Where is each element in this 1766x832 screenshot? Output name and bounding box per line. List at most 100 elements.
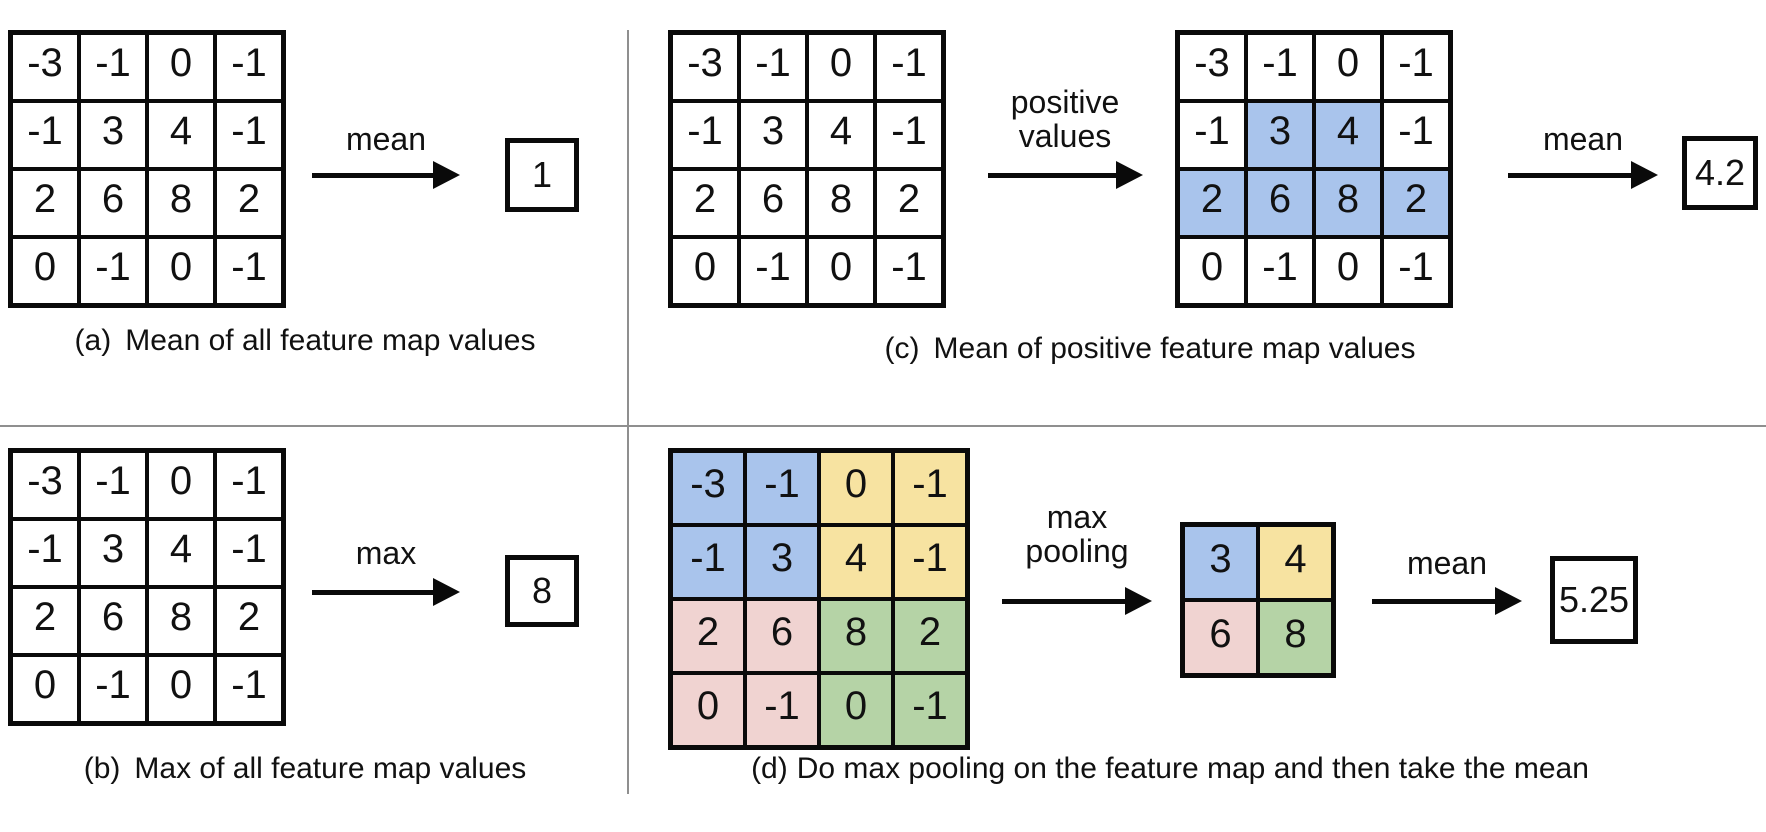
caption-d-text: Do max pooling on the feature map and th… [796, 752, 1589, 785]
grid-cell: 0 [1316, 35, 1380, 99]
vertical-divider [627, 30, 629, 794]
grid-cell: -1 [217, 239, 281, 303]
arrow-head [433, 578, 460, 606]
grid-cell: 6 [1248, 171, 1312, 235]
horizontal-divider [0, 425, 1766, 427]
grid-cell: -3 [1180, 35, 1244, 99]
max-arrow-b [312, 578, 460, 606]
grid-cell: 0 [149, 657, 213, 721]
arrow-head [1495, 587, 1522, 615]
grid-cell: -1 [217, 521, 281, 585]
arrow-label-max-b: max [355, 535, 417, 571]
grid-cell: -1 [1180, 103, 1244, 167]
grid-cell: 8 [149, 589, 213, 653]
result-value-d: 5.25 [1558, 579, 1630, 620]
arrow-head [1631, 161, 1658, 189]
grid-cell: -1 [741, 35, 805, 99]
grid-cell: 8 [149, 171, 213, 235]
arrow-shaft [1372, 598, 1495, 604]
grid-cell: -1 [673, 527, 743, 597]
grid-cell: -1 [1384, 103, 1448, 167]
caption-a: (a) Mean of all feature map values [20, 324, 590, 358]
grid-cell: -1 [747, 453, 817, 523]
grid-cell: 6 [81, 589, 145, 653]
grid-cell: 2 [1384, 171, 1448, 235]
arrow-label-max-pooling: max pooling [997, 500, 1157, 568]
caption-c-text: Mean of positive feature map values [933, 332, 1416, 365]
grid-cell: 2 [673, 171, 737, 235]
arrow-label-positive-values: positive values [985, 85, 1145, 153]
arrow-label-line1: max [1046, 499, 1108, 535]
caption-d-prefix: (d) [751, 752, 788, 785]
grid-cell: -1 [1248, 239, 1312, 303]
arrow-shaft [312, 172, 433, 178]
grid-cell: 3 [1185, 527, 1256, 598]
arrow-shaft [312, 589, 433, 595]
grid-cell: 3 [81, 103, 145, 167]
arrow-shaft [1508, 172, 1631, 178]
positive-values-arrow-c [988, 161, 1143, 189]
grid-cell: -1 [1384, 35, 1448, 99]
grid-cell: 0 [821, 675, 891, 745]
grid-cell: -1 [747, 675, 817, 745]
grid-cell: -1 [217, 103, 281, 167]
grid-cell: -1 [877, 103, 941, 167]
grid-cell: -1 [81, 453, 145, 517]
grid-cell: -1 [217, 657, 281, 721]
grid-cell: 2 [13, 171, 77, 235]
grid-cell: -1 [81, 239, 145, 303]
mean-arrow-a [312, 161, 460, 189]
grid-cell: -1 [895, 527, 965, 597]
grid-cell: 2 [217, 589, 281, 653]
grid-cell: 3 [741, 103, 805, 167]
grid-cell: 4 [149, 103, 213, 167]
grid-cell: 3 [1248, 103, 1312, 167]
grid-cell: -1 [1248, 35, 1312, 99]
grid-cell: 8 [1260, 602, 1331, 673]
grid-cell: 4 [1260, 527, 1331, 598]
grid-cell: -1 [877, 35, 941, 99]
grid-cell: 2 [895, 601, 965, 671]
result-value-c: 4.2 [1694, 152, 1746, 193]
grid-cell: -3 [13, 35, 77, 99]
grid-cell: -1 [895, 675, 965, 745]
grid-cell: -3 [673, 453, 743, 523]
grid-cell: 8 [821, 601, 891, 671]
result-box-b: 8 [505, 555, 579, 627]
grid-cell: 6 [1185, 602, 1256, 673]
grid-cell: 2 [1180, 171, 1244, 235]
arrow-label-line1: positive [1010, 84, 1120, 120]
grid-cell: -1 [895, 453, 965, 523]
caption-b-text: Max of all feature map values [134, 752, 527, 785]
grid-cell: 4 [149, 521, 213, 585]
arrow-head [433, 161, 460, 189]
caption-a-text: Mean of all feature map values [125, 324, 536, 357]
result-value-b: 8 [531, 570, 553, 611]
arrow-label-mean-c: mean [1542, 121, 1624, 157]
arrow-shaft [1002, 598, 1125, 604]
grid-cell: 0 [1316, 239, 1380, 303]
mean-arrow-d [1372, 587, 1522, 615]
grid-cell: 2 [13, 589, 77, 653]
arrow-label-mean-d: mean [1406, 545, 1488, 581]
mean-arrow-c [1508, 161, 1658, 189]
grid-cell: -3 [13, 453, 77, 517]
grid-cell: -1 [1384, 239, 1448, 303]
grid-cell: 2 [673, 601, 743, 671]
grid-cell: -1 [13, 521, 77, 585]
caption-d: (d) Do max pooling on the feature map an… [660, 752, 1680, 786]
grid-cell: 6 [747, 601, 817, 671]
grid-cell: -1 [81, 35, 145, 99]
grid-cell: 3 [81, 521, 145, 585]
grid-cell: 0 [1180, 239, 1244, 303]
grid-cell: -1 [217, 35, 281, 99]
max-pooling-arrow-d [1002, 587, 1152, 615]
result-value-a: 1 [531, 154, 553, 195]
grid-cell: 6 [81, 171, 145, 235]
arrow-head [1125, 587, 1152, 615]
grid-cell: -3 [673, 35, 737, 99]
